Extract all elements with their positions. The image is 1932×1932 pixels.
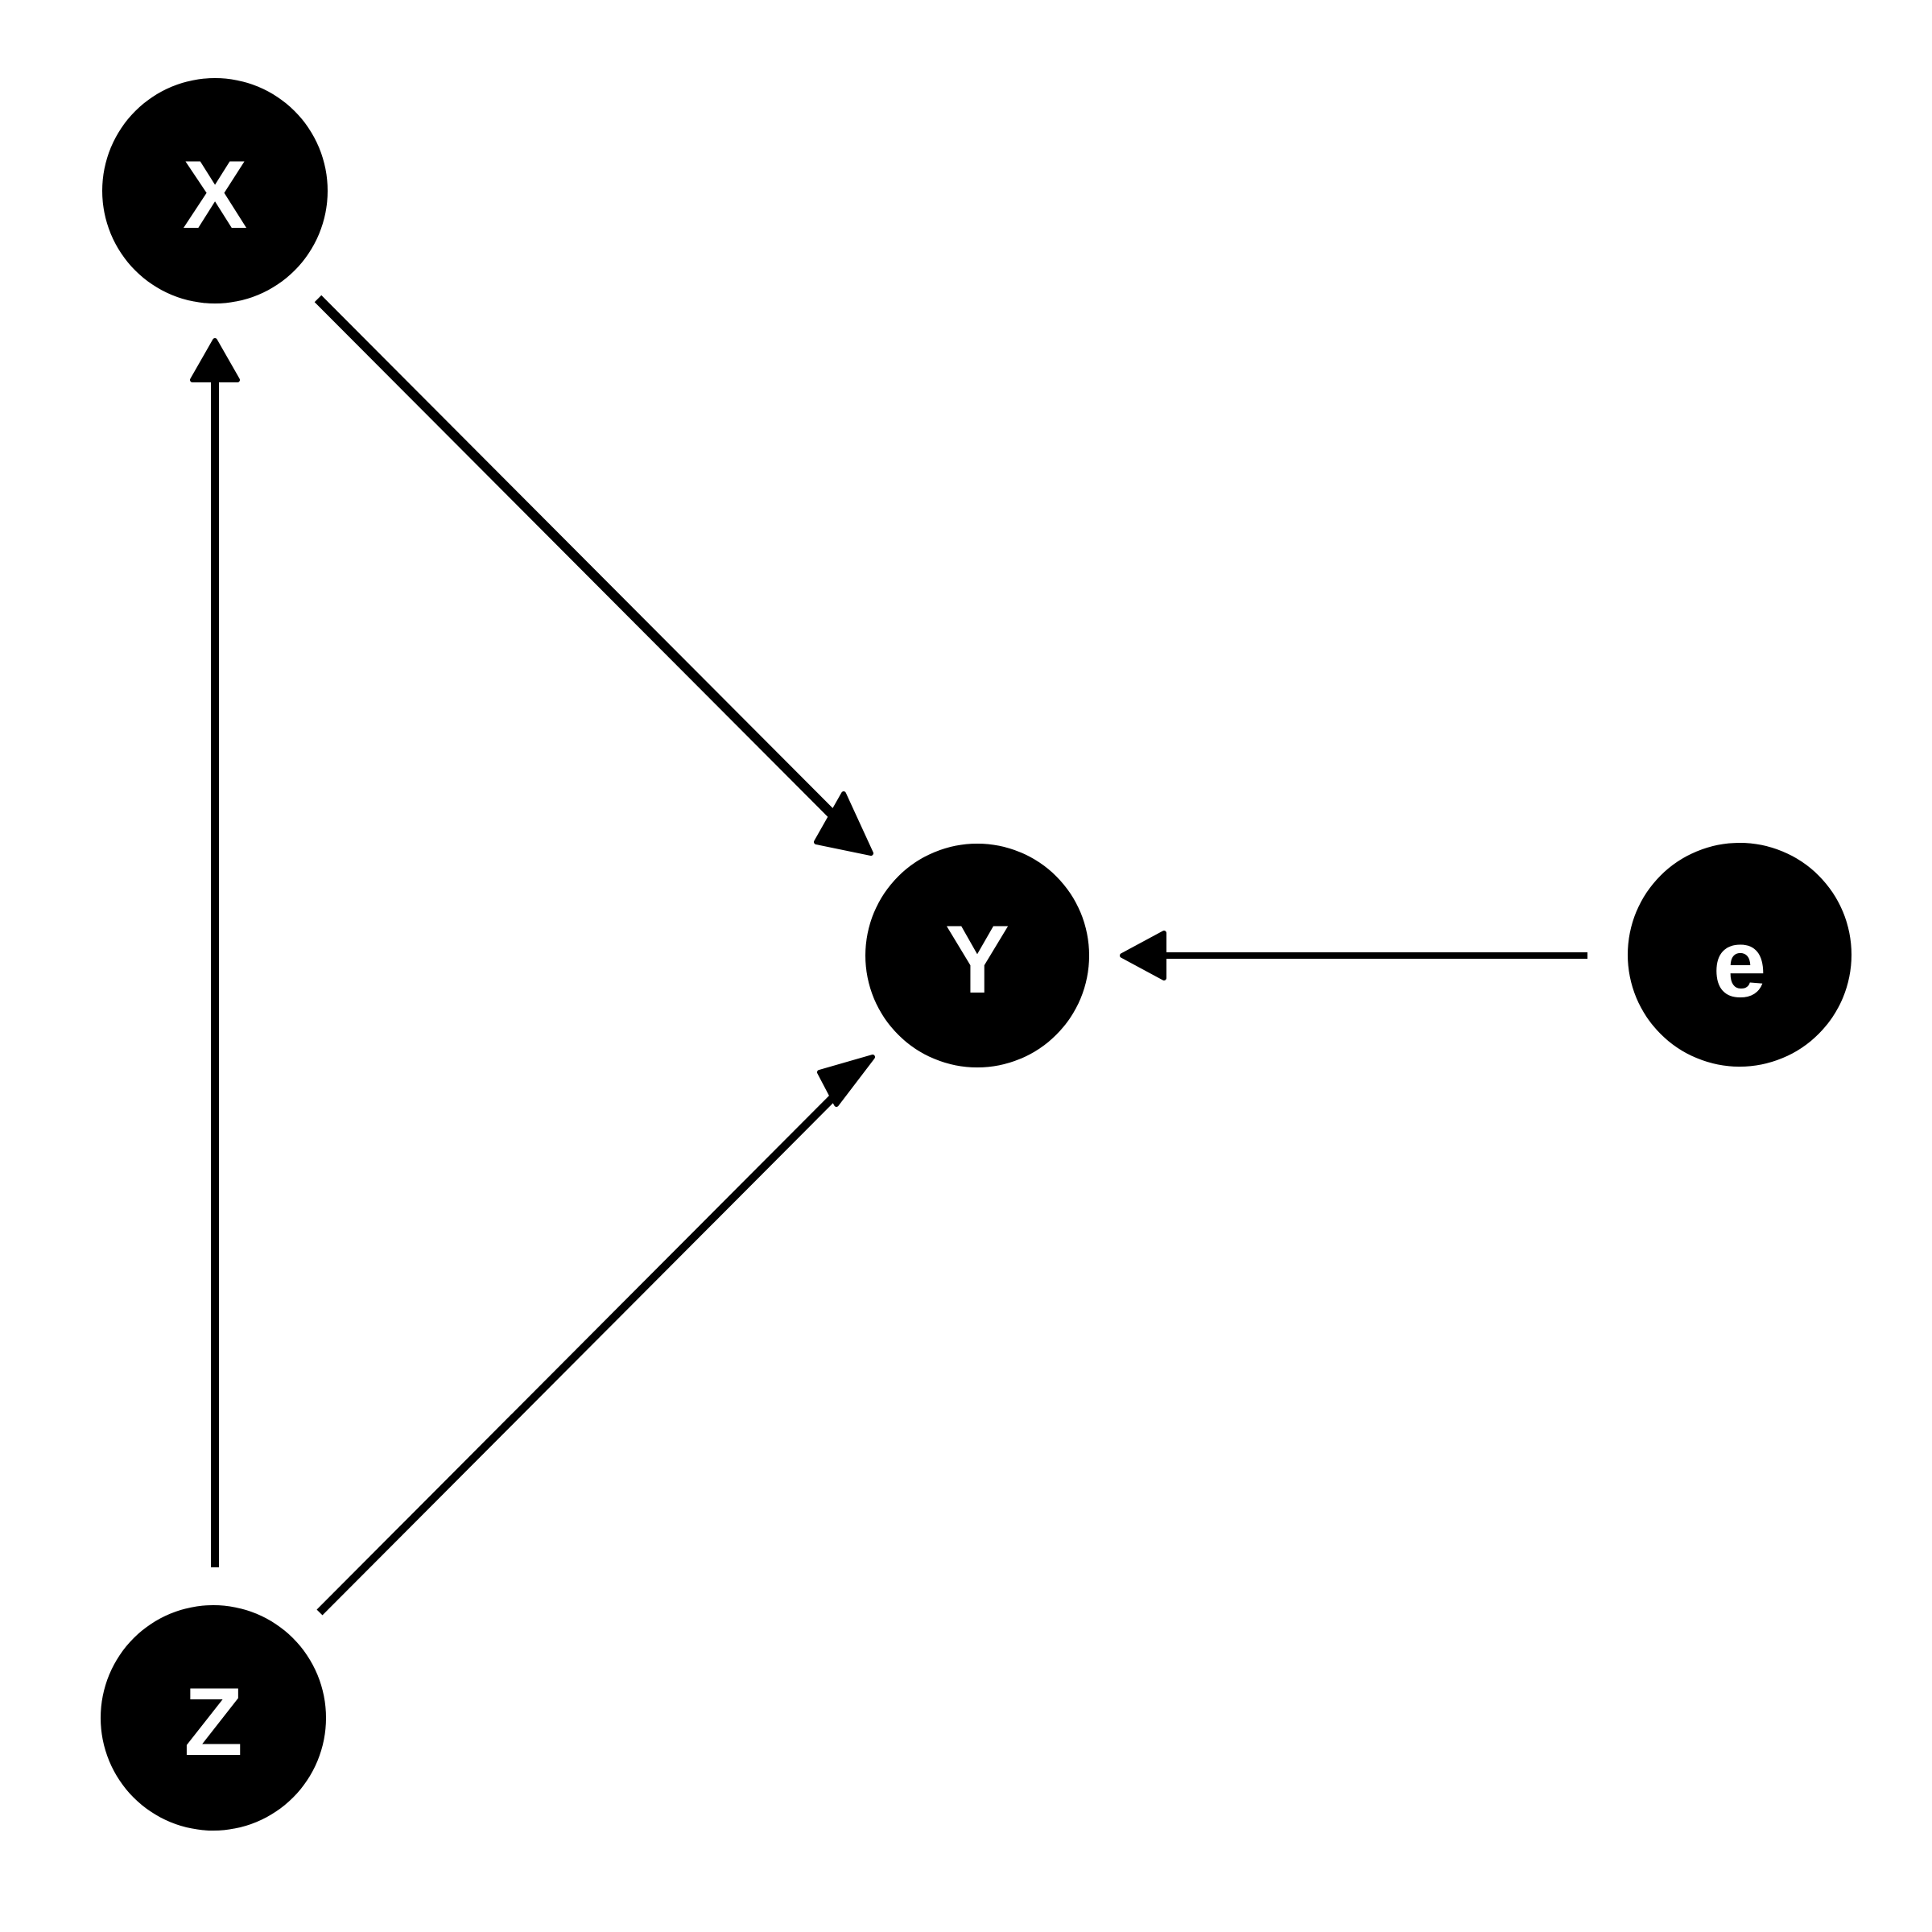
edge-e-to-y[interactable] [1120,931,1587,980]
edge-z-to-x[interactable] [190,338,240,1567]
node-z-circle [101,1605,326,1831]
node-y[interactable]: Y [865,844,1089,1067]
node-z[interactable]: Z [101,1605,326,1831]
node-x-label: X [183,141,247,249]
node-layer: X Y Z e [101,78,1852,1831]
edge-z-to-y-line [316,1082,848,1616]
node-y-circle [865,844,1089,1067]
node-e[interactable]: e [1628,843,1852,1067]
edge-x-to-y[interactable] [314,295,873,856]
edge-x-to-y-line [314,295,846,828]
edge-layer [190,295,1587,1616]
node-z-label: Z [184,1668,242,1776]
node-e-circle [1628,843,1852,1067]
node-e-label: e [1713,910,1767,1018]
edge-x-to-y-arrowhead [814,791,873,856]
node-x[interactable]: X [102,78,328,303]
node-y-label: Y [945,906,1009,1013]
edge-z-to-y[interactable] [316,1055,875,1616]
node-x-circle [102,78,328,303]
edge-z-to-y-arrowhead [817,1055,875,1107]
edge-z-to-x-arrowhead [190,338,240,382]
edge-e-to-y-arrowhead [1120,931,1166,980]
